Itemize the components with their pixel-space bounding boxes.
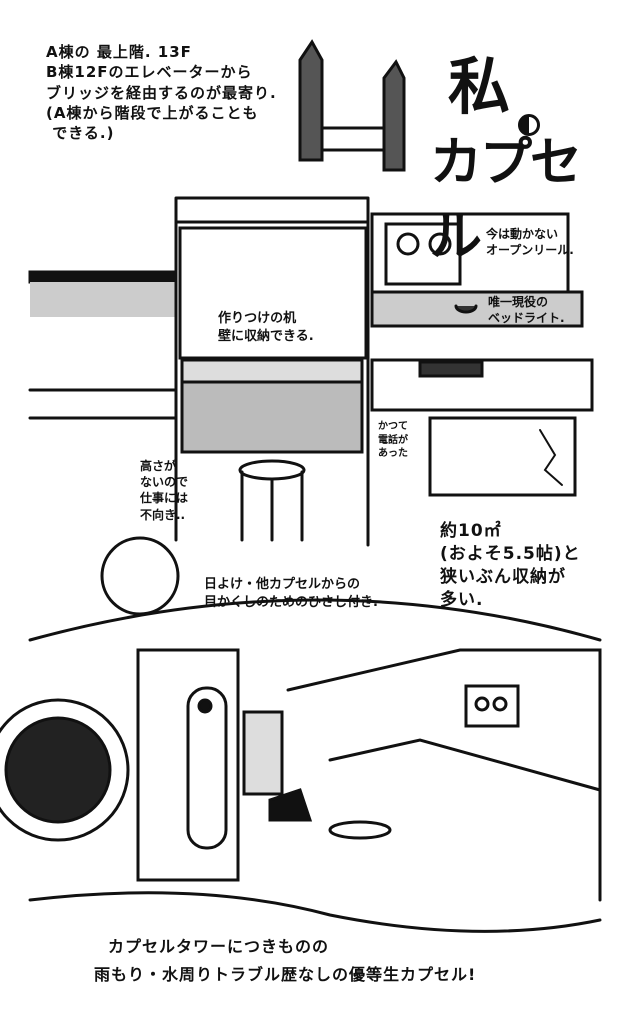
area-text: 約10㎡ (およそ5.5帖)と 狭いぶん収納が 多い. xyxy=(440,521,581,610)
note-height: 高さが ないので 仕事には 不向き.. xyxy=(140,459,189,522)
note-desk: 作りつけの机 壁に収納できる. xyxy=(218,311,314,344)
caption-line-1: カプセルタワーにつきものの xyxy=(108,937,330,956)
note-phone: かつて 電話が あった xyxy=(378,421,408,459)
logo-dot xyxy=(518,114,540,136)
title-logo: 私 カプセル xyxy=(430,36,620,268)
note-shade: 日よけ・他カプセルからの 目かくしのためのひさし付き. xyxy=(204,577,378,610)
intro-text: A棟の 最上階. 13F B棟12Fのエレベーターから ブリッジを経由するのが最… xyxy=(46,43,277,142)
caption-line-2: 雨もり・水周りトラブル歴なしの優等生カプセル! xyxy=(94,965,477,984)
note-light: 唯一現役の ベッドライト. xyxy=(488,295,565,326)
logo-line-2: カプセル xyxy=(430,133,582,268)
logo-line-1: 私 xyxy=(448,50,510,123)
note-reel: 今は動かない オープンリール. xyxy=(486,227,574,258)
